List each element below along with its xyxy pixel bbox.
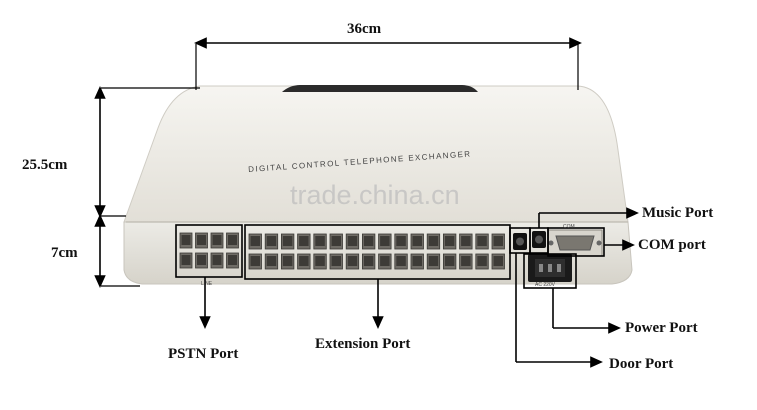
- extension-jacks: [248, 233, 505, 270]
- height-label: 7cm: [51, 245, 78, 261]
- power-label: AC 220V: [535, 282, 556, 288]
- callout-leaders: [199, 207, 639, 368]
- power-port-label: Power Port: [625, 320, 698, 336]
- extension-port-label: Extension Port: [315, 336, 411, 352]
- width-label: 36cm: [347, 21, 382, 37]
- device-top-cover: [123, 85, 629, 223]
- door-port-label: Door Port: [609, 356, 674, 372]
- music-port-label: Music Port: [642, 205, 714, 221]
- pstn-jacks: [179, 232, 239, 269]
- com-port-label: COM port: [638, 237, 706, 253]
- com-label: COM: [563, 224, 575, 230]
- depth-label: 25.5cm: [22, 157, 68, 173]
- power-socket: [528, 254, 572, 282]
- device-top-vent: [282, 85, 478, 92]
- line-label: LINE: [201, 281, 213, 287]
- watermark-text: trade.china.cn: [290, 180, 460, 210]
- dimension-lines: [94, 37, 582, 288]
- com-connector: [547, 229, 603, 257]
- pstn-port-label: PSTN Port: [168, 346, 239, 362]
